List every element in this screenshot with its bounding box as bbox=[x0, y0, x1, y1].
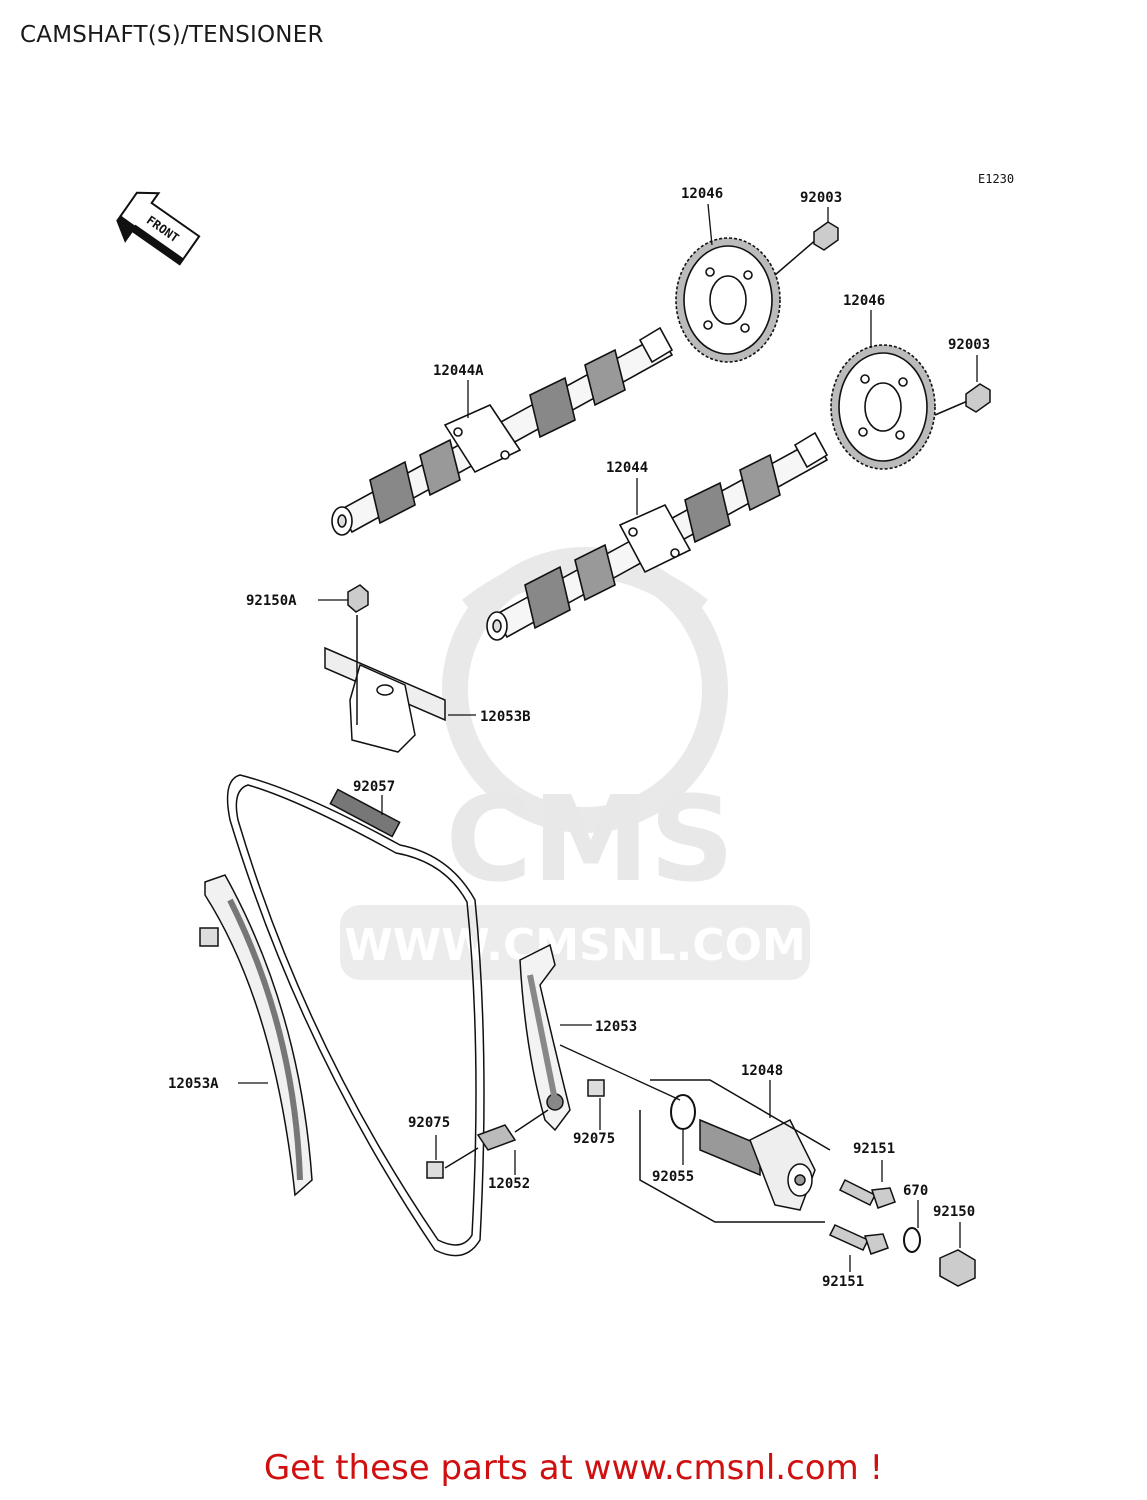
part-label-92057[interactable]: 92057 bbox=[353, 779, 396, 795]
part-label-92150A[interactable]: 92150A bbox=[246, 593, 297, 609]
cam-chain bbox=[226, 774, 485, 1257]
tensioner-bolt-upper bbox=[838, 1178, 896, 1209]
part-label-12048[interactable]: 12048 bbox=[741, 1063, 784, 1079]
part-label-92151-upper[interactable]: 92151 bbox=[853, 1141, 896, 1157]
part-label-12046-lower[interactable]: 12046 bbox=[843, 293, 886, 309]
camshaft-intake bbox=[331, 326, 674, 536]
o-ring bbox=[670, 1094, 696, 1130]
part-label-12052[interactable]: 12052 bbox=[488, 1176, 531, 1192]
part-label-92003-upper[interactable]: 92003 bbox=[800, 190, 843, 206]
rubber-damper-left bbox=[426, 1161, 444, 1179]
cam-sprocket-upper bbox=[675, 237, 781, 363]
chain-tensioner-guide bbox=[519, 943, 571, 1132]
part-label-670[interactable]: 670 bbox=[903, 1183, 929, 1199]
cms-watermark: CMS WWW.CMSNL.COM bbox=[340, 547, 810, 980]
buy-parts-link[interactable]: Get these parts at www.cmsnl.com ! bbox=[263, 1448, 884, 1488]
front-direction-marker: FRONT bbox=[116, 191, 201, 266]
watermark-cms-text: CMS bbox=[445, 770, 734, 908]
part-label-92150[interactable]: 92150 bbox=[933, 1204, 976, 1220]
cam-sprocket-lower bbox=[830, 344, 936, 470]
part-label-12053[interactable]: 12053 bbox=[595, 1019, 638, 1035]
sprocket-bolt-upper bbox=[774, 221, 839, 276]
chain-guide-upper bbox=[324, 584, 446, 753]
tensioner-bolt-lower bbox=[828, 1224, 889, 1255]
gasket-ring bbox=[903, 1227, 921, 1253]
part-label-92151-lower[interactable]: 92151 bbox=[822, 1274, 865, 1290]
part-label-12046-upper[interactable]: 12046 bbox=[681, 186, 724, 202]
part-label-92075-left[interactable]: 92075 bbox=[408, 1115, 451, 1131]
cap-bolt bbox=[939, 1249, 976, 1287]
guide-pin bbox=[444, 1109, 549, 1169]
part-label-12053A[interactable]: 12053A bbox=[168, 1076, 219, 1092]
page-title: CAMSHAFT(S)/TENSIONER bbox=[20, 22, 324, 48]
camshaft-exhaust bbox=[486, 431, 829, 641]
diagram-code: E1230 bbox=[978, 172, 1015, 186]
part-label-92055[interactable]: 92055 bbox=[652, 1169, 695, 1185]
part-label-12053B[interactable]: 12053B bbox=[480, 709, 531, 725]
rubber-damper-right bbox=[587, 1079, 605, 1097]
leader-lines bbox=[238, 203, 978, 1272]
chain-guide-left bbox=[199, 874, 313, 1197]
cam-chain-tensioner bbox=[639, 1079, 831, 1223]
part-label-12044A[interactable]: 12044A bbox=[433, 363, 484, 379]
watermark-url-text: WWW.CMSNL.COM bbox=[344, 920, 806, 971]
part-label-92003-lower[interactable]: 92003 bbox=[948, 337, 991, 353]
sprocket-bolt-lower bbox=[934, 383, 991, 416]
part-label-92075-right[interactable]: 92075 bbox=[573, 1131, 616, 1147]
part-label-12044[interactable]: 12044 bbox=[606, 460, 649, 476]
